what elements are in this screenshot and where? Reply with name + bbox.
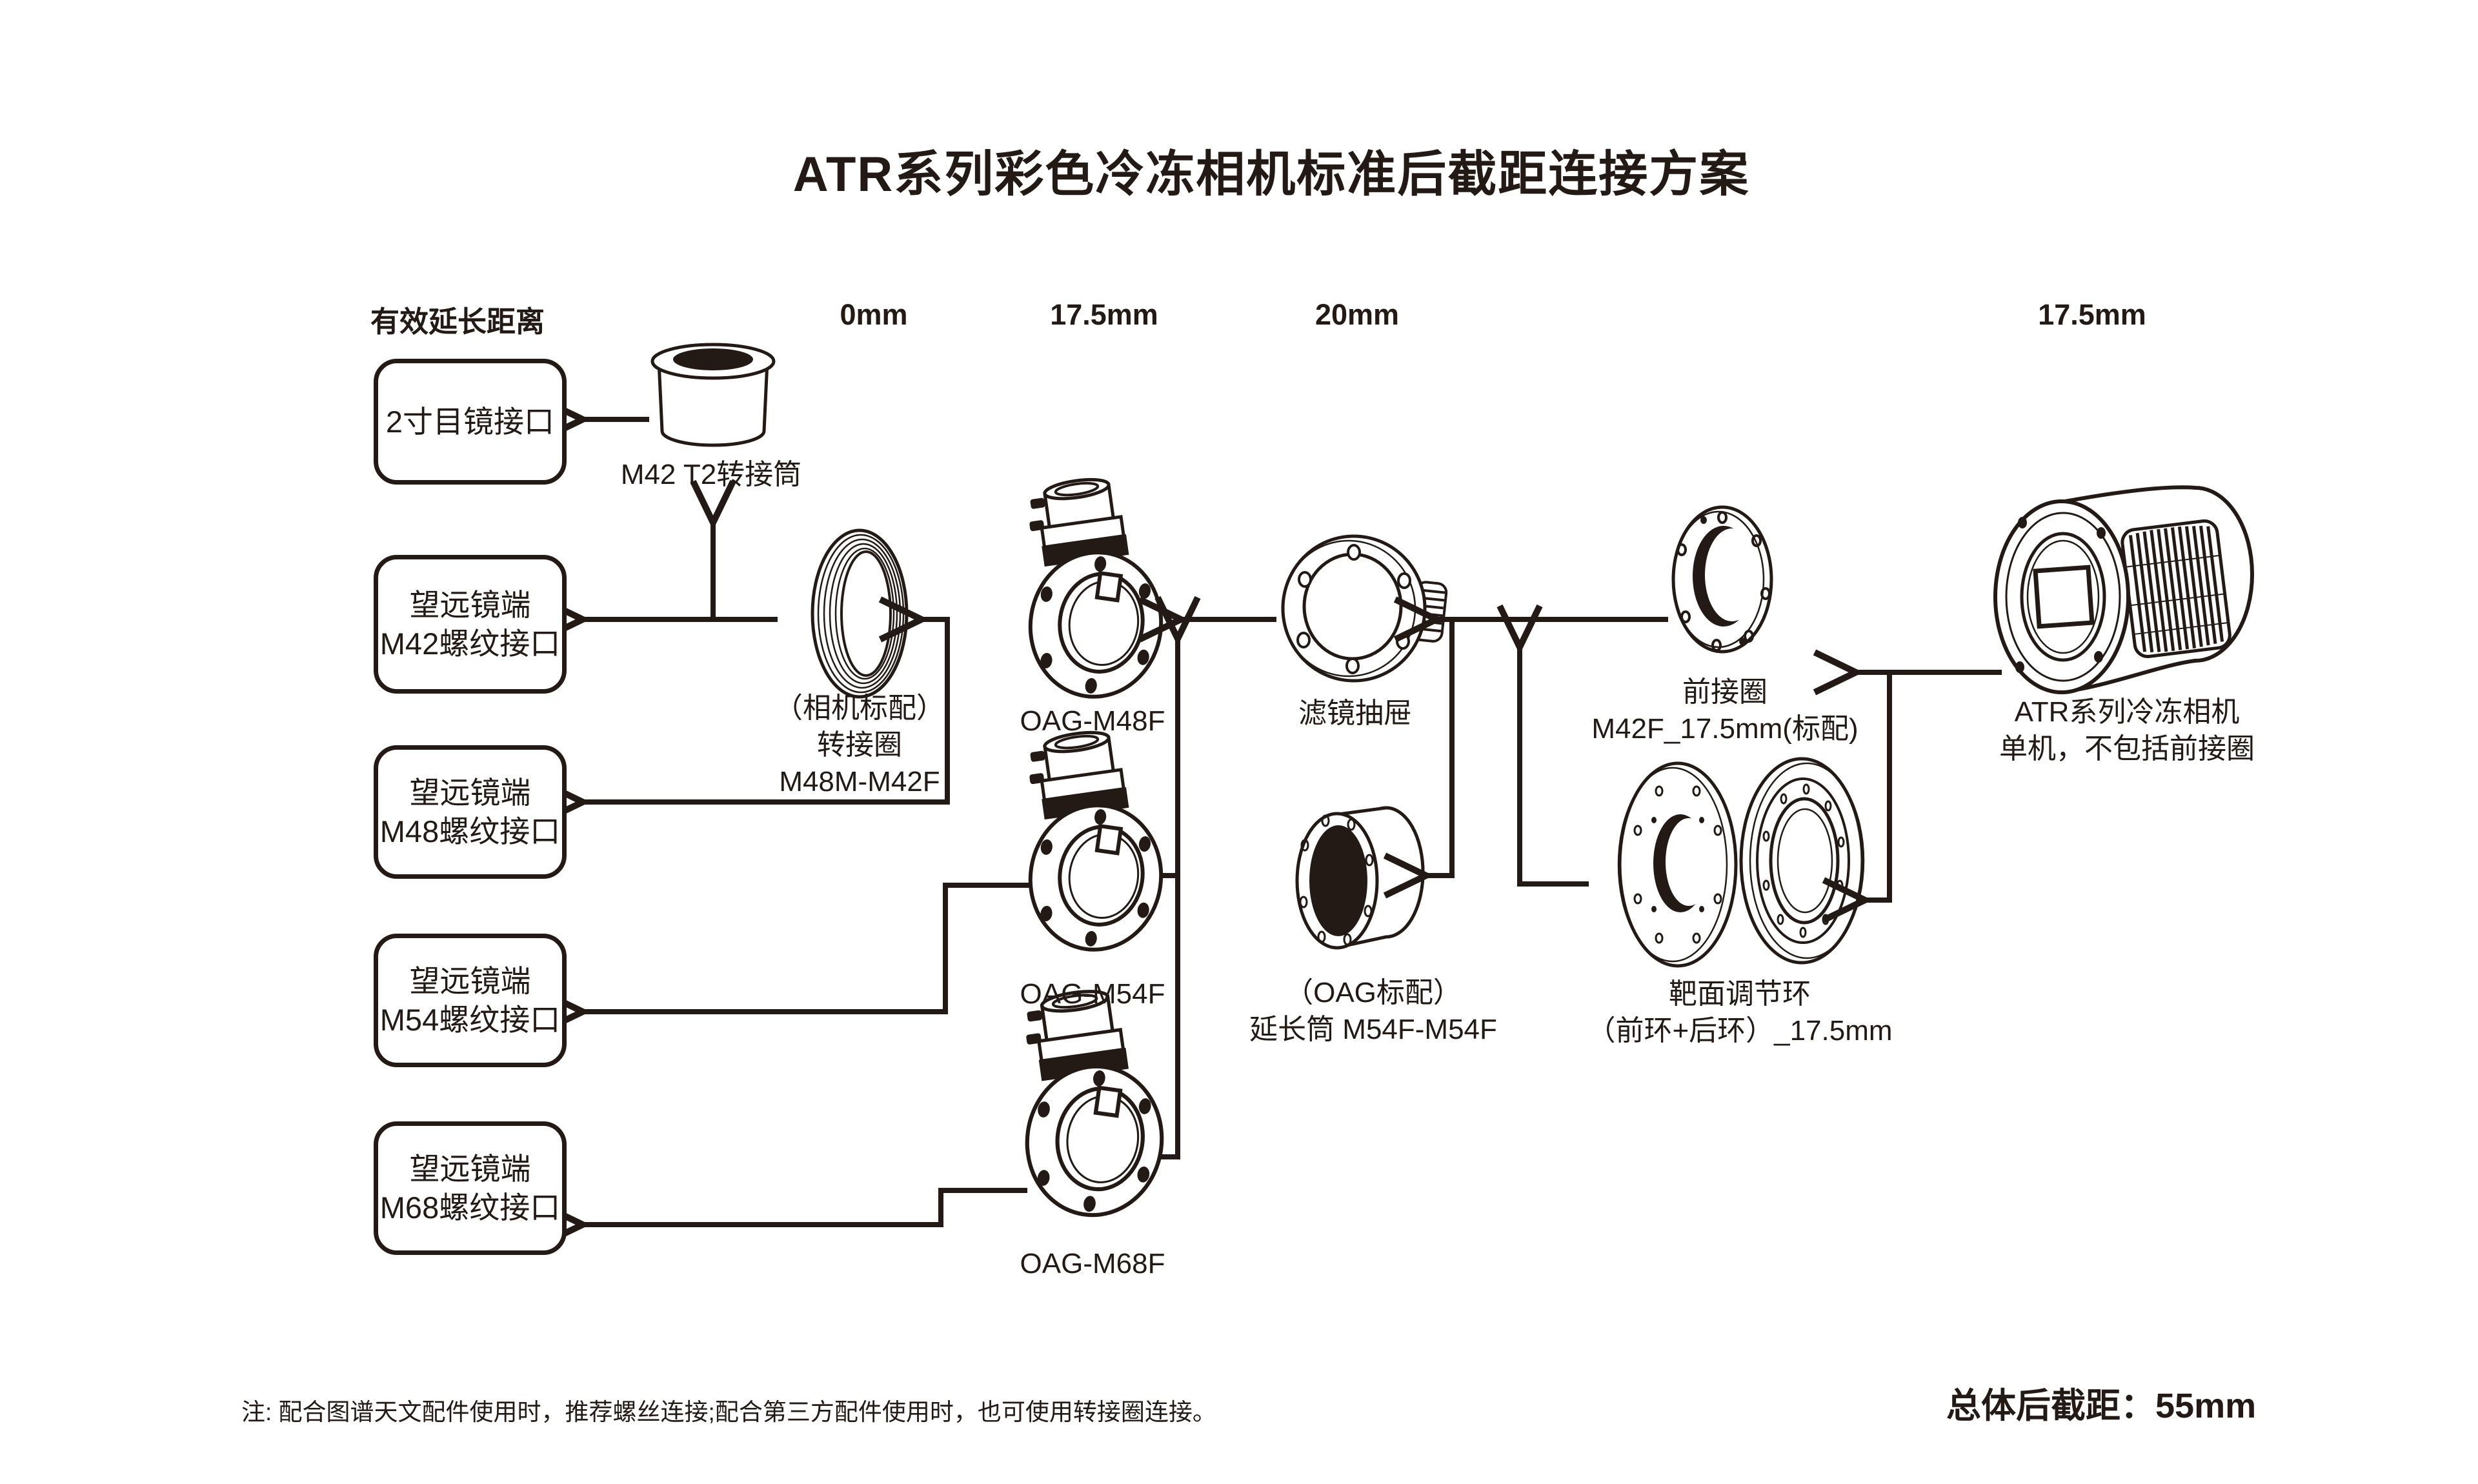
oag-m48f-illustration xyxy=(1021,475,1170,705)
label-oag-m54f: OAG-M54F xyxy=(1020,978,1165,1010)
box-line: 望远镜端 xyxy=(409,587,531,622)
footnote: 注: 配合图谱天文配件使用时，推荐螺丝连接;配合第三方配件使用时，也可使用转接圈… xyxy=(241,1399,1216,1425)
front-ring-illustration xyxy=(1671,505,1773,654)
label-line: 单机，不包括前接圈 xyxy=(1999,733,2255,765)
label-camera: ATR系列冷冻相机 单机，不包括前接圈 xyxy=(1999,694,2255,767)
label-m42-t2-adapter: M42 T2转接筒 xyxy=(620,459,802,490)
label-adapter-ring: （相机标配） 转接圈 M48M-M42F xyxy=(774,690,945,800)
box-line: 望远镜端 xyxy=(409,1151,531,1186)
label-line: （相机标配） xyxy=(774,692,945,724)
m42-t2-adapter-illustration xyxy=(650,343,776,447)
arrow-camera-branch-to-target xyxy=(1822,672,1892,923)
label-line: M48M-M42F xyxy=(779,766,940,797)
header-distance-20mm: 20mm xyxy=(1315,298,1400,331)
label-front-ring: 前接圈 M42F_17.5mm(标配) xyxy=(1591,674,1858,747)
camera-illustration xyxy=(1993,485,2254,694)
label-oag-m68f: OAG-M68F xyxy=(1020,1248,1165,1279)
box-line: M54螺纹接口 xyxy=(379,1002,561,1037)
arrow-oag48-to-ring-and-m48-box xyxy=(539,596,950,825)
label-line: M42F_17.5mm(标配) xyxy=(1591,713,1858,745)
adapter-ring-illustration xyxy=(811,528,909,699)
label-line: （前环+后环）_17.5mm xyxy=(1587,1015,1893,1047)
label-filter-drawer: 滤镜抽屉 xyxy=(1298,697,1412,729)
label-target-adjust-ring: 靶面调节环 （前环+后环）_17.5mm xyxy=(1587,976,1892,1049)
arrow-target-up-to-line xyxy=(1496,604,1589,887)
box-2inch-eyepiece-interface: 2寸目镜接口 xyxy=(374,359,567,485)
total-back-focus: 总体后截距：55mm xyxy=(1946,1387,2257,1425)
label-extension-tube: （OAG标配） 延长筒 M54F-M54F xyxy=(1249,974,1497,1048)
connector-lines xyxy=(539,396,2002,1248)
oag-m54f-illustration xyxy=(1021,728,1170,958)
label-line: （OAG标配） xyxy=(1285,977,1462,1008)
box-m54-thread-interface: 望远镜端 M54螺纹接口 xyxy=(374,934,567,1067)
filter-drawer-illustration xyxy=(1281,534,1448,683)
box-m48-thread-interface: 望远镜端 M48螺纹接口 xyxy=(374,745,567,879)
label-line: 延长筒 M54F-M54F xyxy=(1249,1014,1497,1045)
box-line: 2寸目镜接口 xyxy=(385,404,555,439)
header-distance-17-5mm-camera: 17.5mm xyxy=(2038,298,2146,331)
box-line: 望远镜端 xyxy=(409,963,531,998)
label-oag-m48f: OAG-M48F xyxy=(1020,705,1165,737)
box-m68-thread-interface: 望远镜端 M68螺纹接口 xyxy=(374,1121,567,1255)
oag-m68f-illustration xyxy=(1018,987,1171,1224)
box-line: M68螺纹接口 xyxy=(379,1190,561,1225)
label-line: 前接圈 xyxy=(1682,676,1768,708)
box-m42-thread-interface: 望远镜端 M42螺纹接口 xyxy=(374,555,567,694)
label-line: 靶面调节环 xyxy=(1668,978,1811,1010)
header-distance-17-5mm: 17.5mm xyxy=(1050,298,1158,331)
box-line: 望远镜端 xyxy=(409,775,531,810)
target-adjust-ring-illustration xyxy=(1617,757,1865,968)
label-line: ATR系列冷冻相机 xyxy=(2014,696,2240,728)
header-distance-0mm: 0mm xyxy=(840,298,908,331)
header-effective-extension-distance: 有效延长距离 xyxy=(370,305,545,338)
line-oag54-to-m54-box xyxy=(539,883,1032,1035)
box-line: M42螺纹接口 xyxy=(379,626,561,661)
extension-tube-illustration xyxy=(1295,806,1425,950)
label-line: 转接圈 xyxy=(817,729,902,761)
box-line: M48螺纹接口 xyxy=(379,814,561,848)
line-oag68-up-arrow xyxy=(1154,596,1201,1159)
arrow-branch-to-extension xyxy=(1383,619,1455,899)
page-title: ATR系列彩色冷冻相机标准后截距连接方案 xyxy=(792,147,1750,202)
line-oag68-to-m68-box xyxy=(539,1188,1027,1248)
